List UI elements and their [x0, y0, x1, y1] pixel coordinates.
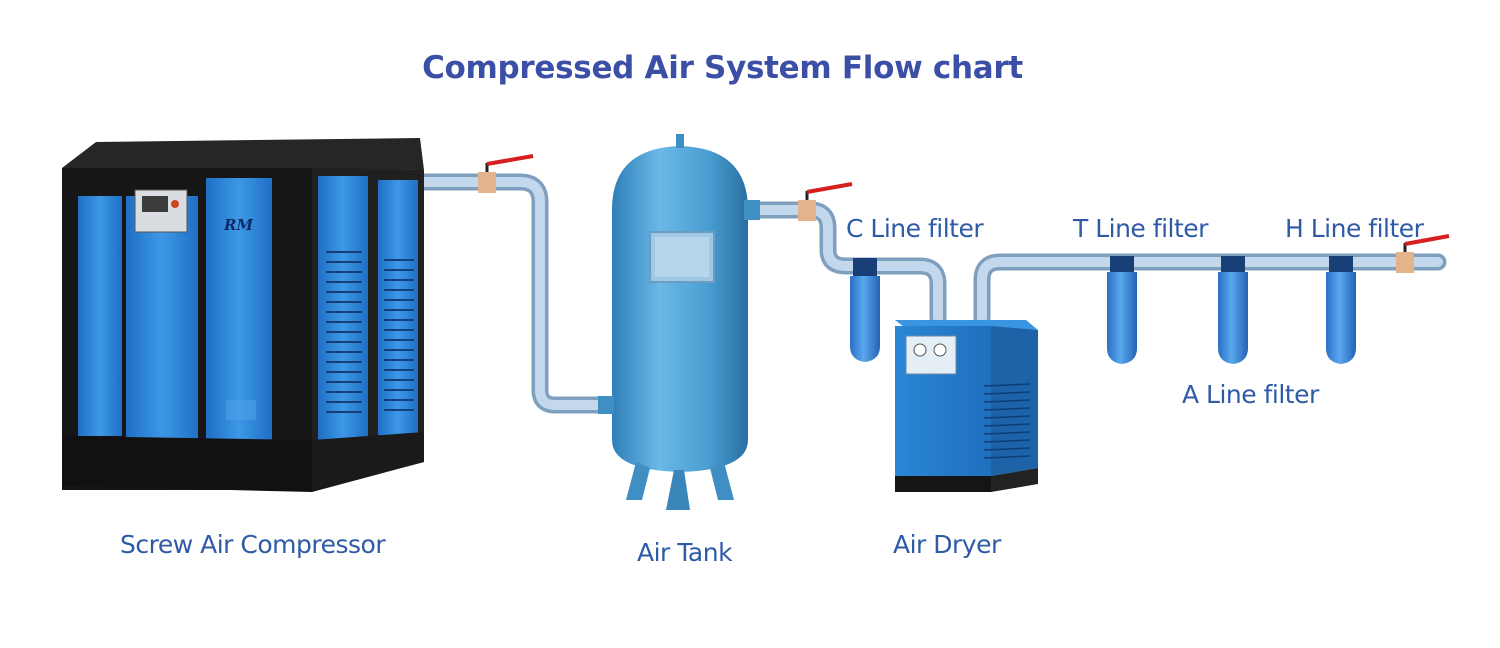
valve-compressor-outlet	[478, 154, 534, 193]
h-line-filter	[1326, 256, 1356, 364]
label-t-line-filter: T Line filter	[1073, 214, 1208, 243]
label-air-tank: Air Tank	[637, 538, 733, 567]
diagram-title: Compressed Air System Flow chart	[422, 50, 1023, 86]
label-h-line-filter: H Line filter	[1285, 214, 1424, 243]
piping	[401, 173, 1447, 414]
label-air-dryer: Air Dryer	[893, 530, 1001, 559]
c-line-filter	[850, 258, 880, 362]
valve-line-outlet	[1396, 234, 1450, 273]
screw-air-compressor: RM	[62, 138, 424, 492]
air-tank	[598, 134, 760, 510]
valve-tank-outlet	[798, 182, 853, 221]
air-dryer	[895, 320, 1038, 492]
brand-logo: RM	[223, 216, 253, 234]
t-line-filter	[1107, 256, 1137, 364]
label-a-line-filter: A Line filter	[1182, 380, 1319, 409]
label-c-line-filter: C Line filter	[846, 214, 984, 243]
a-line-filter	[1218, 256, 1248, 364]
label-screw-air-compressor: Screw Air Compressor	[120, 530, 386, 559]
